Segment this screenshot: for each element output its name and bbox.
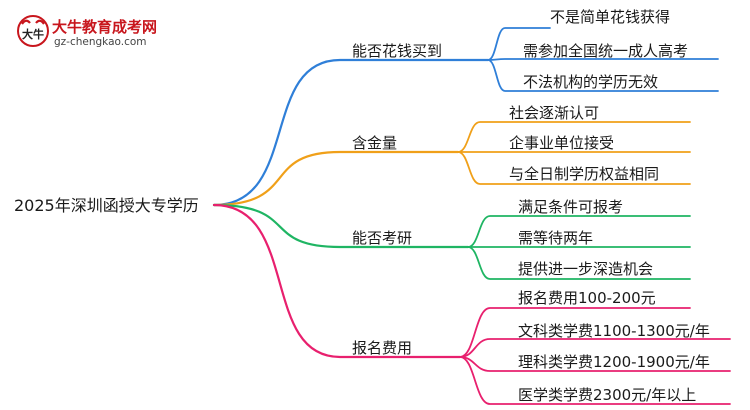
- leaf-node: 需参加全国统一成人高考: [523, 42, 689, 60]
- leaf-node: 理科类学费1200-1900元/年: [518, 353, 710, 371]
- branch-connector: [212, 150, 460, 207]
- leaf-node: 企事业单位接受: [509, 134, 615, 152]
- leaf-connector: [459, 338, 731, 358]
- logo-url: gz-chengkao.com: [54, 36, 147, 48]
- logo-mark-text: 大牛: [22, 27, 44, 41]
- leaf-node: 与全日制学历权益相同: [509, 165, 660, 183]
- leaf-node: 报名费用100-200元: [518, 289, 656, 307]
- leaf-node: 满足条件可报考: [518, 198, 624, 216]
- branch-node-value: 含金量: [352, 134, 398, 152]
- branch-node-fees: 报名费用: [352, 339, 413, 357]
- leaf-node: 需等待两年: [518, 229, 594, 247]
- leaf-connector: [457, 121, 691, 153]
- leaf-connector: [487, 59, 719, 92]
- site-logo[interactable]: 大牛 大牛教育成考网 gz-chengkao.com: [6, 12, 166, 52]
- branch-node-graduate: 能否考研: [352, 229, 413, 247]
- bull-logo-icon: 大牛: [17, 15, 49, 47]
- leaf-connector: [467, 215, 691, 248]
- leaf-node: 不法机构的学历无效: [523, 73, 659, 91]
- leaf-node: 医学类学费2300元/年以上: [518, 386, 697, 404]
- logo-title: 大牛教育成考网: [52, 18, 158, 36]
- leaf-connector: [459, 356, 731, 405]
- leaf-node: 不是简单花钱获得: [550, 8, 671, 26]
- leaf-connector: [457, 151, 691, 185]
- leaf-node: 社会逐渐认可: [509, 104, 600, 122]
- branch-connector: [212, 58, 490, 207]
- leaf-connector: [459, 307, 691, 358]
- branch-connector: [212, 203, 462, 359]
- branch-node-price: 能否花钱买到: [352, 42, 443, 60]
- root-node: 2025年深圳函授大专学历: [14, 196, 199, 215]
- leaf-node: 文科类学费1100-1300元/年: [518, 322, 710, 340]
- leaf-connector: [467, 246, 691, 280]
- branch-connector: [212, 203, 470, 249]
- leaf-node: 提供进一步深造机会: [518, 260, 654, 278]
- leaf-connector: [487, 27, 551, 61]
